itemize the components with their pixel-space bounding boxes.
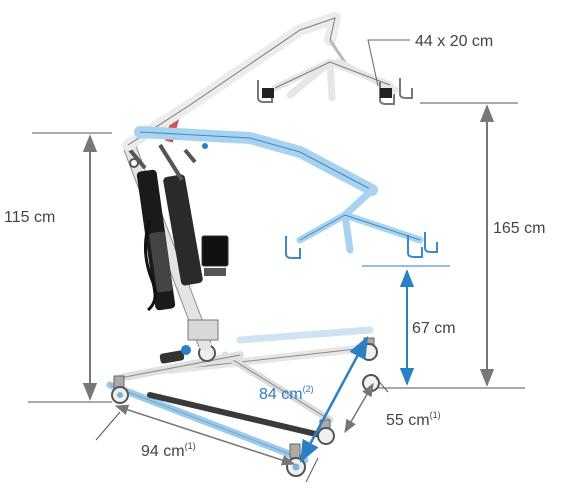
boom-raised (122, 12, 352, 151)
label-diagonal-value: 84 cm (259, 386, 303, 403)
dimension-spreader-leader (367, 39, 410, 87)
label-width-rear: 55 cm(1) (386, 410, 441, 429)
label-mast-height: 115 cm (4, 209, 55, 226)
dimension-115 (28, 132, 112, 403)
label-diagonal-note: (2) (303, 384, 314, 394)
dimension-67 (362, 265, 450, 386)
dimension-55 (344, 377, 389, 434)
label-height-max: 165 cm (493, 220, 545, 237)
spreader-bar-lowered (285, 186, 438, 259)
label-width-rear-note: (1) (430, 410, 441, 420)
caster-wheel-rear-left (111, 375, 129, 404)
label-width-rear-value: 55 cm (386, 412, 430, 429)
caster-wheel-rear-right (360, 337, 378, 361)
battery-pack (201, 235, 229, 276)
dimension-94 (95, 404, 319, 483)
label-height-min: 67 cm (412, 320, 456, 337)
boom-lowered (134, 126, 378, 196)
dimension-165 (378, 102, 525, 389)
label-length-value: 94 cm (141, 443, 185, 460)
dimension-84-diagonal (299, 336, 369, 463)
label-diagonal: 84 cm(2) (259, 384, 314, 403)
actuator (136, 169, 203, 312)
label-length-note: (1) (185, 441, 196, 451)
label-length: 94 cm(1) (141, 441, 196, 460)
label-spreader-size: 44 x 20 cm (415, 33, 493, 50)
spreader-bar-raised (257, 58, 413, 105)
